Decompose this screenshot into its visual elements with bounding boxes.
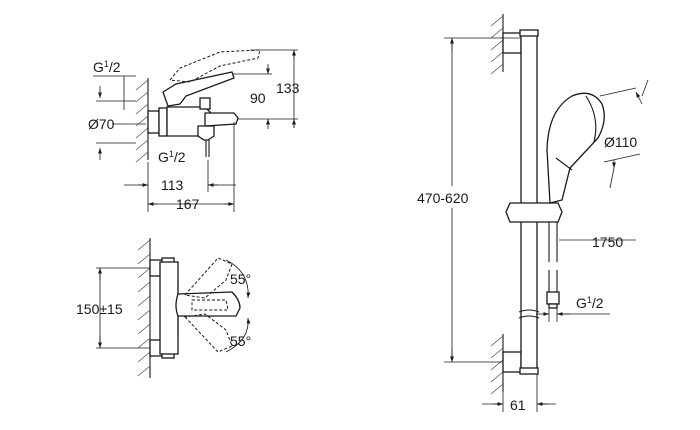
lever-raised-outline (169, 49, 261, 83)
rail-height-range-label: 470-620 (417, 190, 469, 206)
mixer-spout (204, 112, 239, 127)
centres-dimension-label: 150±15 (76, 301, 123, 317)
bath-mixer-side-view: G1/2 Ø70 G1/2 90 133 113 (88, 49, 300, 212)
hose-thread-label: G1/2 (576, 295, 604, 311)
angle-top-label: 55° (230, 271, 251, 287)
wall-hatch-front (137, 238, 151, 378)
diverter-knob (197, 125, 215, 141)
angle-bottom-label: 55° (230, 333, 251, 349)
lever-rotated-down-outline (183, 313, 233, 353)
hose-length-label: 1750 (592, 234, 623, 250)
wall-hatch-upper (490, 14, 504, 75)
lower-wall-bracket (502, 351, 522, 373)
mixer-body-front (159, 261, 179, 355)
head-diameter-label: Ø110 (604, 134, 637, 150)
svg-text:G1/2: G1/2 (158, 149, 186, 165)
mixer-lever (162, 71, 235, 107)
total-height-label: 133 (276, 80, 300, 96)
wall-hatch (135, 78, 149, 163)
wall-offset-label: 61 (510, 397, 526, 413)
mixer-front-view: 55° 55° 150±15 (76, 238, 251, 378)
svg-text:G1/2: G1/2 (576, 295, 604, 311)
hand-shower-head (546, 92, 605, 204)
wall-hatch-lower (490, 334, 504, 395)
slider-holder (505, 202, 563, 223)
thread-label-top: G1/2 (93, 59, 121, 75)
flange-diameter-label: Ø70 (88, 116, 115, 132)
spout-depth-label: 113 (161, 177, 184, 193)
connection-nut (147, 110, 160, 134)
shower-rail-set: 470-620 Ø110 1750 G1/2 61 (414, 14, 649, 413)
shower-hose (546, 222, 560, 309)
thread-label-bottom: G1/2 (158, 149, 186, 165)
spout-height-label: 90 (250, 90, 266, 106)
lever-rotated-up-outline (184, 257, 233, 299)
upper-wall-bracket (502, 32, 522, 54)
total-depth-label: 167 (176, 196, 200, 212)
svg-text:G1/2: G1/2 (93, 59, 121, 75)
slide-rail (520, 33, 538, 371)
